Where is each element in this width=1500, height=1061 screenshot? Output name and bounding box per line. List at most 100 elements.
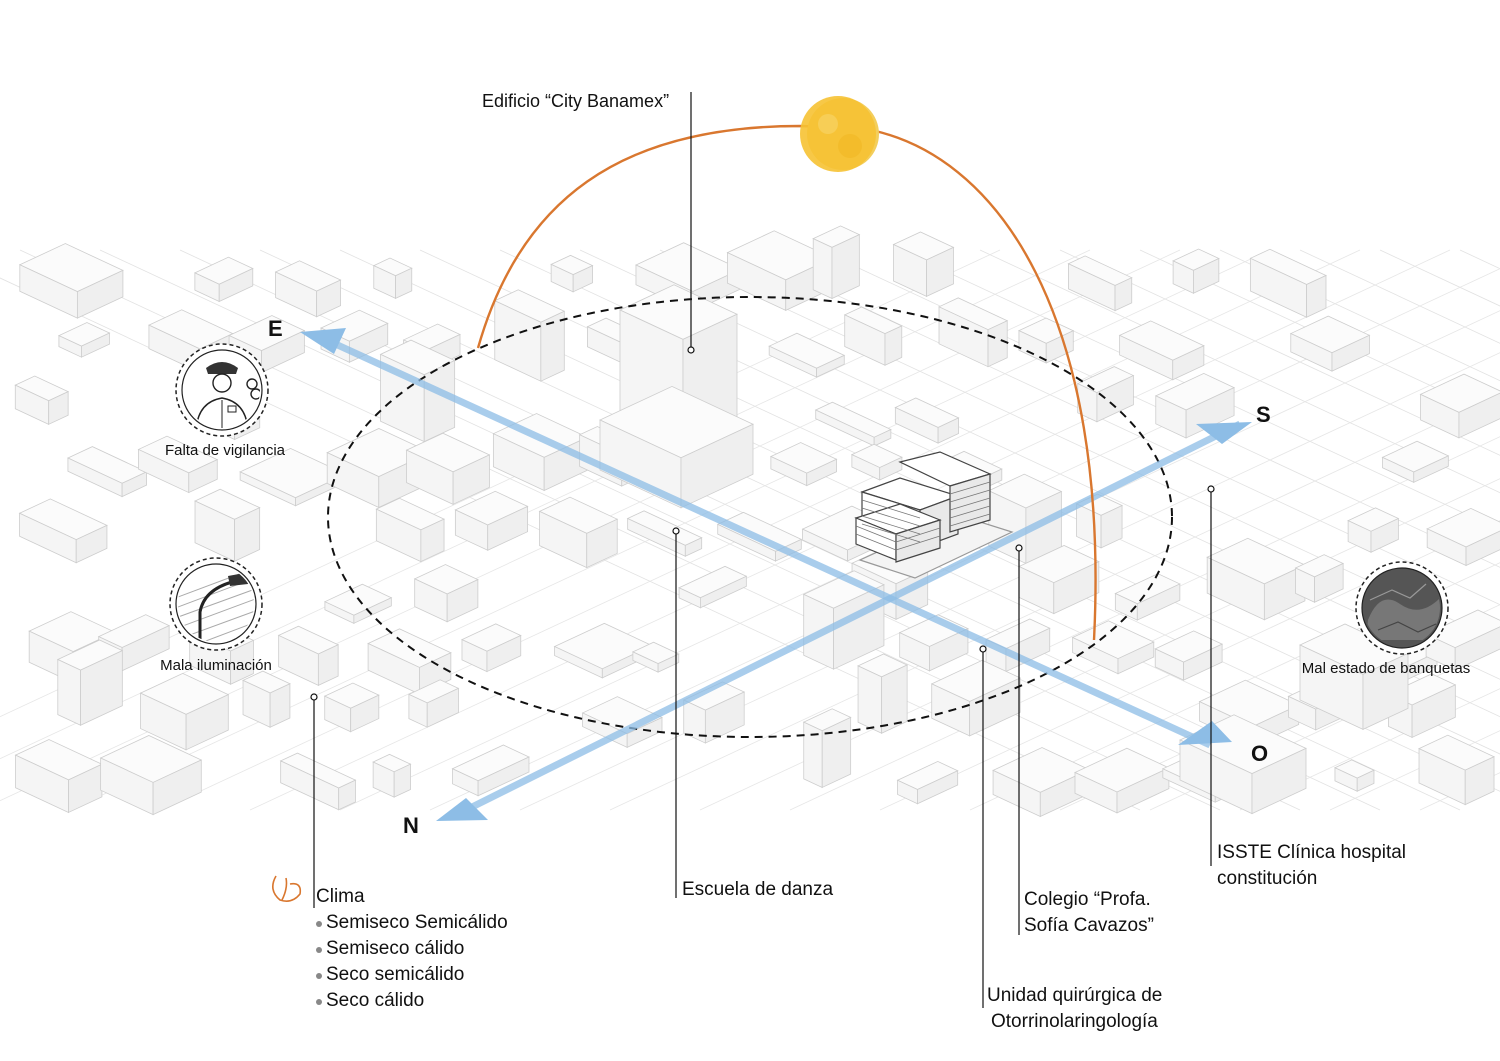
city-block [1172, 345, 1205, 381]
city-block [1331, 334, 1370, 372]
city-block [48, 391, 69, 425]
axis-east-west [316, 332, 1212, 749]
compass-south-label: S [1256, 402, 1271, 427]
city-block [75, 524, 108, 564]
city-block [452, 454, 490, 505]
city-block [1314, 562, 1344, 603]
city-block [1458, 392, 1500, 439]
city-block [937, 417, 959, 444]
city-block [261, 330, 305, 374]
street-line [1219, 249, 1500, 382]
city-block [152, 759, 202, 816]
city-block [586, 518, 618, 569]
city-block [230, 639, 254, 685]
city-block [57, 658, 81, 726]
city-block [704, 691, 745, 744]
leader-lines [310, 92, 1215, 1008]
city-block [969, 677, 1021, 737]
city-block [806, 458, 837, 487]
city-block [572, 264, 593, 293]
city-block [353, 597, 392, 624]
city-block [477, 756, 530, 797]
leaf-icon [272, 875, 302, 902]
city-block [987, 320, 1008, 368]
issue-vigilancia-label: Falta de vigilancia [164, 442, 286, 459]
city-block [486, 634, 522, 673]
city-block [316, 279, 341, 318]
city-block [234, 507, 261, 562]
leader-dot-colegio [1015, 544, 1023, 552]
city-block [1045, 330, 1074, 364]
city-block [700, 575, 747, 609]
street-line [899, 249, 1500, 531]
city-block [879, 456, 903, 481]
city-block [1005, 627, 1051, 673]
city-background [0, 225, 1500, 818]
city-block [1411, 684, 1456, 739]
city-block [317, 644, 339, 686]
city-block [812, 238, 833, 300]
street-line [609, 394, 1500, 811]
city-block [926, 246, 954, 298]
city-block [76, 269, 124, 319]
city-block [540, 310, 565, 382]
compass-east-label: E [268, 316, 283, 341]
city-block [857, 665, 883, 734]
leader-dot-escuela-danza [672, 527, 680, 535]
leader-dot-clima [310, 693, 318, 701]
colegio-line-1: Colegio “Profa. [1024, 889, 1151, 910]
city-block [1053, 561, 1100, 615]
city-block [821, 716, 852, 789]
city-block [929, 627, 969, 672]
city-block [1251, 747, 1307, 815]
leader-dot-city-banamex [687, 346, 695, 354]
unidad-line-1: Unidad quirúrgica de [987, 985, 1163, 1006]
study-area-ellipse [327, 296, 1173, 738]
city-block [1183, 643, 1223, 681]
arrow-south [1196, 422, 1252, 444]
sun-icon [800, 96, 879, 172]
city-block [423, 359, 456, 443]
compass-north-label: N [403, 813, 419, 838]
city-block [188, 458, 218, 494]
city-block [1465, 530, 1500, 567]
city-block [917, 770, 959, 805]
landmark-unidad-label: Unidad quirúrgica de Otorrinolaringologí… [987, 983, 1162, 1035]
city-block [80, 649, 123, 726]
issue-iluminacion-label: Mala iluminación [160, 657, 272, 674]
street-line [1059, 249, 1500, 456]
city-block [1100, 504, 1123, 549]
axis-north-south [460, 420, 1242, 816]
city-block [393, 763, 411, 798]
compass-west-label: O [1251, 741, 1269, 766]
sun-path [476, 124, 1097, 641]
city-block [218, 267, 254, 303]
arrow-north [436, 798, 488, 821]
city-block [657, 653, 680, 673]
city-block [81, 332, 110, 358]
city-block [881, 664, 908, 734]
sidewalk-icon [1355, 561, 1449, 655]
city-block [487, 505, 529, 551]
city-block [1193, 257, 1220, 294]
city-block [269, 683, 291, 728]
city-block [1356, 769, 1375, 792]
city-block [420, 518, 445, 563]
city-block [446, 579, 479, 623]
compass-axes [300, 328, 1252, 821]
police-icon [175, 343, 269, 437]
street-lamp-icon [169, 557, 263, 651]
city-block [816, 354, 845, 378]
clima-item: Semiseco Semicálido [316, 910, 508, 936]
city-block [1413, 455, 1449, 483]
clima-item: Semiseco cálido [316, 936, 508, 962]
project-building [854, 451, 1014, 579]
city-block [185, 694, 229, 751]
city-block [1136, 583, 1181, 621]
city-block [1117, 641, 1155, 675]
city-block [1370, 517, 1399, 553]
city-block [350, 694, 380, 733]
city-block [1454, 626, 1500, 671]
city-block [680, 423, 754, 509]
